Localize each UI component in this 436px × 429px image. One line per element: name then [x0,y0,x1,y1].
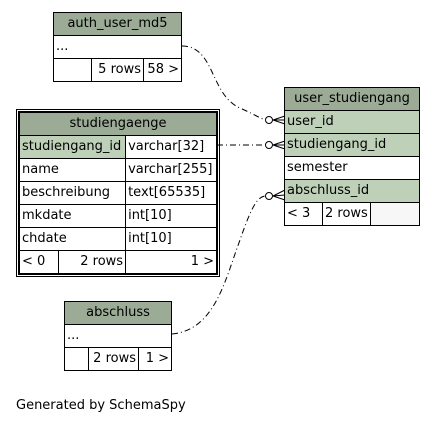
row-count: 5 rows [91,58,144,82]
footer-generated-by: Generated by SchemaSpy [16,398,186,413]
column-row[interactable]: user_id [284,110,420,134]
edge-abschluss-to-abschluss-id [171,195,267,335]
children-count[interactable]: 58 > [143,58,182,82]
row-count: 2 rows [58,250,127,274]
edge-end-circle [265,141,273,149]
row-count: 2 rows [88,347,139,371]
column-row[interactable]: abschluss_id [284,179,420,203]
column-type: int[10] [125,204,217,228]
column-type: varchar[32] [125,135,217,159]
edge-crowfoot [272,115,286,125]
column-type: int[10] [125,227,217,251]
column-row[interactable]: studiengang_id [284,133,420,157]
column-name: studiengang_id [284,133,420,157]
column-name: semester [284,156,420,180]
edge-end-circle [265,116,273,124]
parents-count[interactable]: < 3 [284,202,323,226]
column-name: user_id [284,110,420,134]
children-count[interactable]: 1 > [125,250,217,274]
table-abschluss[interactable]: abschluss ... 2 rows 1 > [64,301,172,371]
children-count[interactable]: 1 > [138,347,172,371]
column-name: studiengang_id [18,135,127,159]
edge-end-circle [265,192,273,200]
column-name: chdate [18,227,127,251]
column-placeholder: ... [64,324,172,348]
column-name: mkdate [18,204,127,228]
table-title[interactable]: studiengaenge [19,112,217,136]
column-row[interactable]: semester [284,156,420,180]
row-count: 2 rows [322,202,371,226]
parents-cell [53,58,92,82]
parents-cell [64,347,89,371]
column-name: abschluss_id [284,179,420,203]
column-type: varchar[255] [125,158,217,182]
table-title[interactable]: auth_user_md5 [53,12,182,36]
table-title[interactable]: abschluss [64,301,172,325]
parents-count[interactable]: < 0 [18,250,60,274]
column-placeholder: ... [53,35,182,59]
edge-crowfoot [272,140,286,150]
table-auth-user-md5[interactable]: auth_user_md5 ... 5 rows 58 > [53,12,182,82]
table-title[interactable]: user_studiengang [284,87,420,111]
column-name: name [18,158,127,182]
edge-auth-user-to-user-id [181,45,269,121]
column-name: beschreibung [18,181,127,205]
children-cell [369,202,421,226]
edge-crowfoot [272,189,286,201]
column-type: text[65535] [125,181,217,205]
